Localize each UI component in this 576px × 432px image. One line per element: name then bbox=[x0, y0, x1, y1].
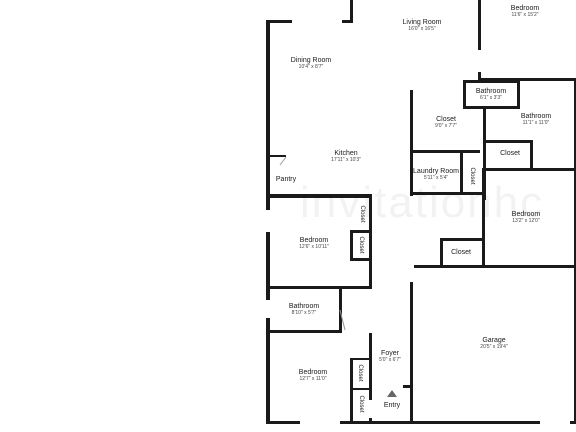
watermark: invitationhc bbox=[300, 178, 545, 227]
openings bbox=[265, 19, 570, 425]
label-closet-bed-bottom-a: Closet bbox=[357, 364, 363, 382]
label-pantry: Pantry bbox=[275, 175, 297, 183]
entry-arrow-icon bbox=[387, 390, 397, 397]
label-closet-bed-left-a: Closet bbox=[359, 205, 365, 223]
label-closet-bed-bottom-b: Closet bbox=[358, 395, 364, 413]
label-closet-bed-left-b: Closet bbox=[358, 236, 364, 254]
label-closet-right: Closet bbox=[451, 248, 471, 256]
label-closet-master: Closet bbox=[500, 149, 520, 157]
label-closet-laundry: Closet bbox=[469, 167, 475, 185]
label-entry: Entry bbox=[383, 401, 401, 409]
